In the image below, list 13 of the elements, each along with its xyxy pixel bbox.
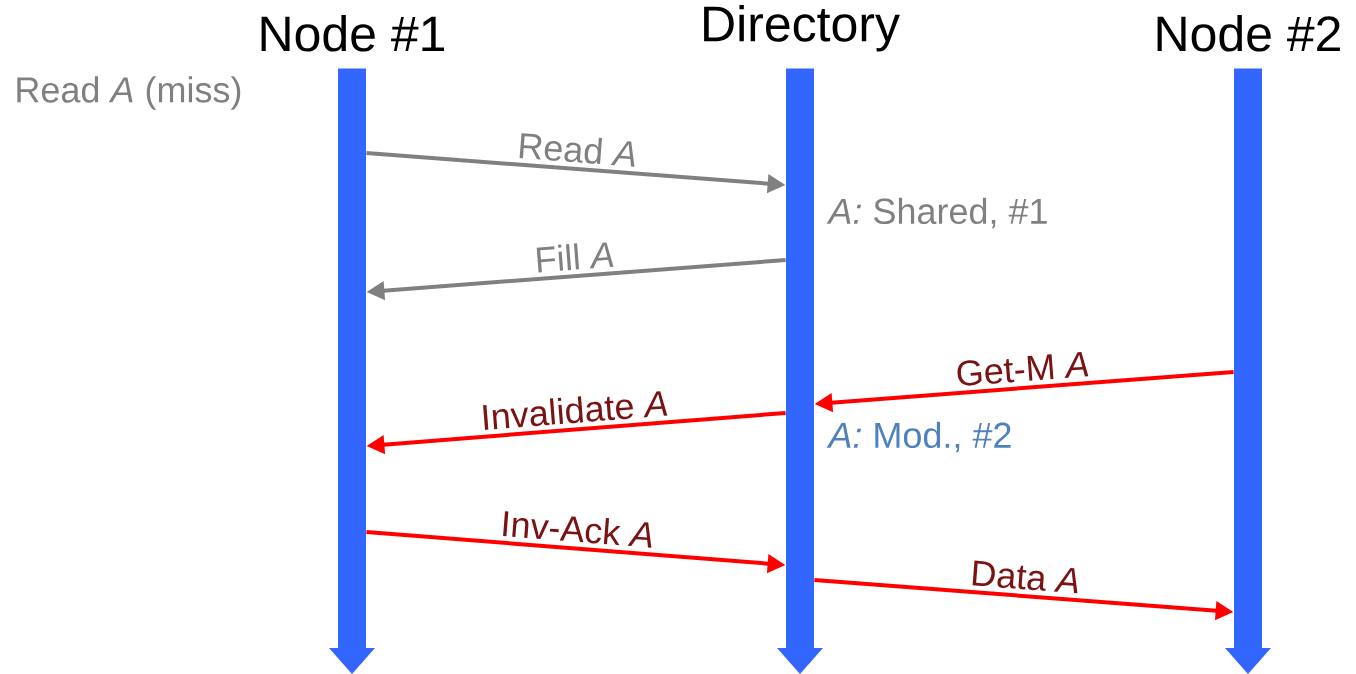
edge-label: Get-M A	[952, 348, 1093, 389]
state-note: Read A (miss)	[17, 76, 241, 110]
edge-label: Invalidate A	[477, 387, 672, 433]
state-note: A: Mod., #2	[826, 421, 1011, 453]
edge-label: Data A	[967, 558, 1084, 596]
edge-label: Read A	[514, 129, 641, 170]
lifeline: Node #2	[1157, 14, 1340, 674]
edge-label: Fill A	[531, 238, 618, 275]
node-label: Node #2	[1157, 14, 1340, 52]
node-label: Directory	[704, 4, 900, 52]
edge-label: Inv-Ack A	[497, 507, 658, 551]
lifeline: Node #1	[261, 14, 444, 674]
node-label: Node #1	[261, 14, 445, 52]
